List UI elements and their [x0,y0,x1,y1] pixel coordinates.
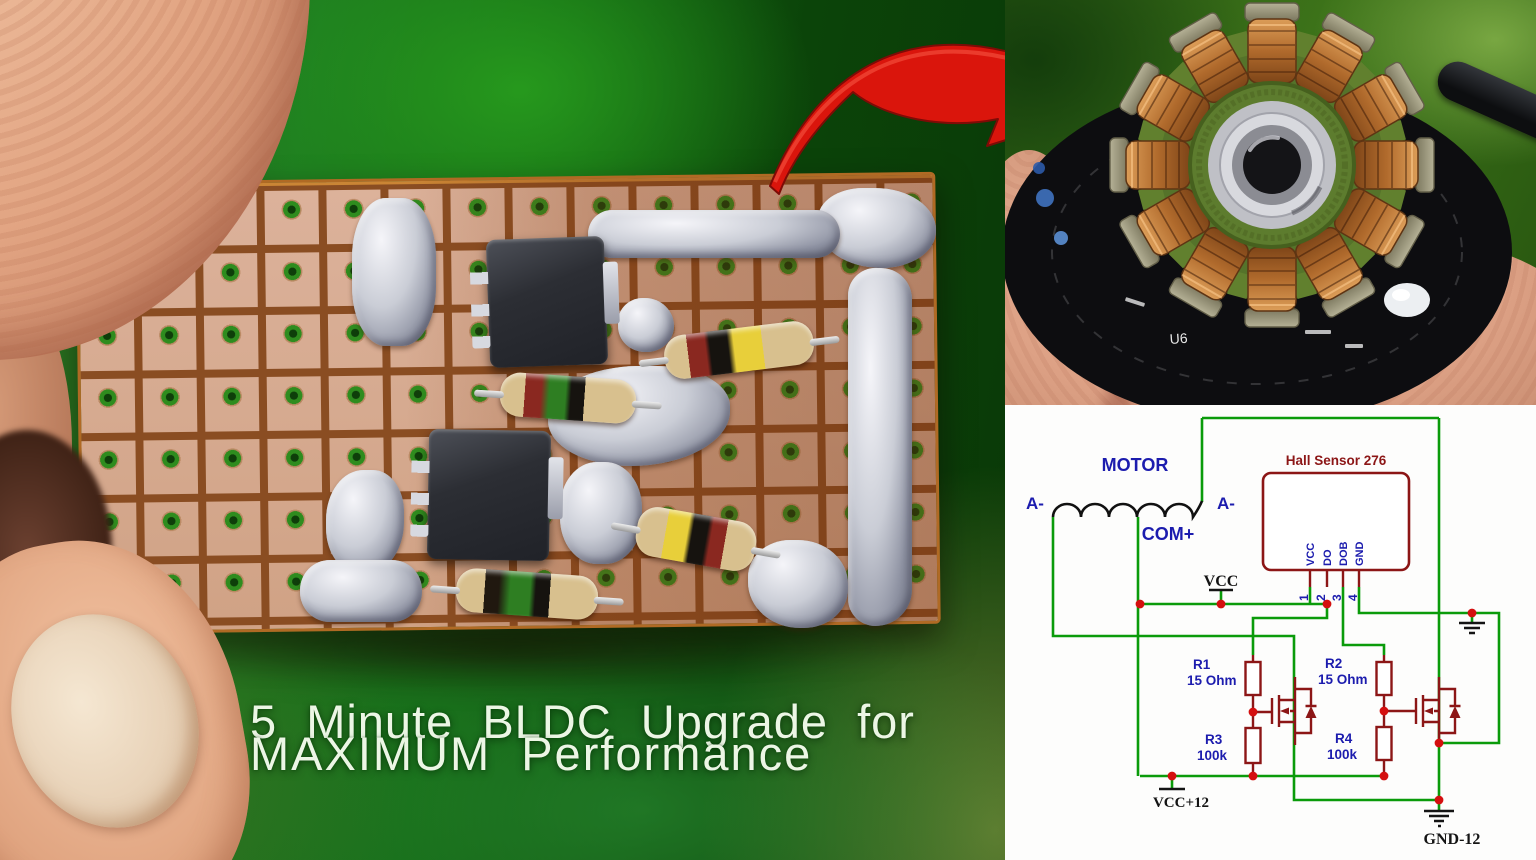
junction-dots [1135,599,1477,805]
phase-a-left-label: A- [1026,494,1044,513]
caption-line1: 5 Minute BLDC Upgrade for [250,695,915,748]
hall-sensor-box [1261,471,1411,572]
bldc-stator: U6 [1005,2,1512,405]
gate-wires [1253,709,1416,714]
motor-coil-symbol [1051,500,1204,522]
com-label: COM+ [1142,524,1195,544]
red-arrow-icon [769,43,1005,195]
solder-blob [326,470,404,574]
mosfet-tab [602,261,620,324]
power-symbols [1159,588,1485,828]
r1-value: 15 Ohm [1187,673,1237,688]
solder-blob [618,298,674,352]
motor-label: MOTOR [1102,455,1169,475]
wires [1051,416,1501,810]
pin-number-2: 2 [1314,594,1328,601]
mosfet-symbol [1270,675,1318,747]
solder-blob [848,268,912,626]
mosfet-package [410,428,564,562]
pin-number-1: 1 [1297,594,1311,601]
hall-pins [1308,570,1361,587]
solder-blob [560,462,642,564]
schematic-drawing: MOTOR A- A- COM+ Hall Sensor 276 VCC DO … [1026,416,1501,848]
caption-line2: MAXIMUM Performance [250,727,813,780]
vcc12-label: VCC+12 [1153,795,1209,811]
pin-number-3: 3 [1330,594,1344,601]
mosfet-leads [410,450,430,537]
r4-name: R4 [1335,731,1353,746]
r4-value: 100k [1327,747,1358,762]
mosfet-tab [547,457,564,520]
r3-value: 100k [1197,748,1228,763]
solder-blob [352,198,436,346]
mosfet-leads [469,262,491,349]
schematic-panel: MOTOR A- A- COM+ Hall Sensor 276 VCC DO … [1005,405,1536,860]
solder-blob [300,560,422,622]
hall-sensor-title: Hall Sensor 276 [1286,453,1387,468]
gnd12-label: GND-12 [1424,831,1481,848]
mosfet-package [469,235,620,369]
motor-photo: U6 [1005,0,1536,405]
r1-name: R1 [1193,657,1211,672]
pin-label-dob: DOB [1338,542,1350,567]
pin-label-do: DO [1322,549,1334,566]
pin-number-4: 4 [1346,594,1360,601]
vcc-label: VCC [1204,573,1239,590]
pin-label-vcc: VCC [1305,543,1317,566]
r2-name: R2 [1325,656,1342,671]
main-photo: 5 Minute BLDC Upgrade for MAXIMUM Perfor… [0,0,1005,860]
pcb-label: U6 [1169,330,1188,347]
r3-name: R3 [1205,732,1223,747]
solder-blob [588,210,840,258]
phase-a-right-label: A- [1217,494,1235,513]
mosfet-symbol [1414,675,1462,747]
index-finger [0,0,310,360]
r2-value: 15 Ohm [1318,672,1368,687]
resistor-symbols [1244,655,1393,776]
resistor [498,371,638,425]
pin-label-gnd: GND [1354,542,1366,567]
